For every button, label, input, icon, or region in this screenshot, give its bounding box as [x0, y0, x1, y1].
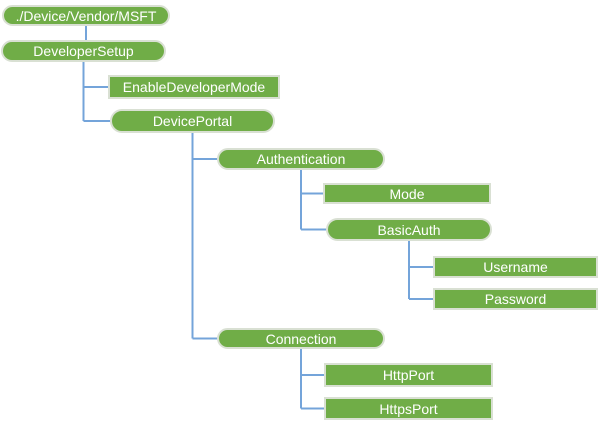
tree-node-httpsport: HttpsPort — [324, 397, 493, 420]
tree-node-label: Mode — [389, 185, 425, 202]
tree-node-deviceportal: DevicePortal — [110, 109, 275, 133]
tree-node-httpport: HttpPort — [324, 363, 493, 387]
tree-node-label: Authentication — [256, 151, 346, 167]
tree-node-connection: Connection — [217, 328, 385, 349]
tree-node-label: BasicAuth — [377, 221, 441, 238]
tree-node-label: Password — [484, 291, 547, 307]
tree-node-root: ./Device/Vendor/MSFT — [2, 5, 170, 26]
tree-node-label: Connection — [265, 330, 337, 347]
tree-node-label: ./Device/Vendor/MSFT — [15, 7, 157, 24]
tree-node-label: HttpPort — [382, 367, 435, 383]
tree-node-developersetup: DeveloperSetup — [1, 40, 166, 62]
tree-node-basicauth: BasicAuth — [326, 218, 492, 241]
tree-node-username: Username — [433, 256, 598, 278]
tree-node-label: Username — [483, 259, 548, 275]
connector-path — [82, 26, 433, 410]
tree-node-password: Password — [433, 288, 598, 310]
tree-node-label: EnableDeveloperMode — [122, 79, 266, 95]
tree-node-enabledevelopermode: EnableDeveloperMode — [108, 75, 280, 99]
tree-node-label: HttpsPort — [379, 400, 438, 417]
tree-node-authentication: Authentication — [217, 148, 385, 170]
tree-node-label: DevicePortal — [152, 113, 233, 129]
tree-node-label: DeveloperSetup — [33, 43, 134, 59]
tree-node-mode: Mode — [323, 183, 491, 204]
